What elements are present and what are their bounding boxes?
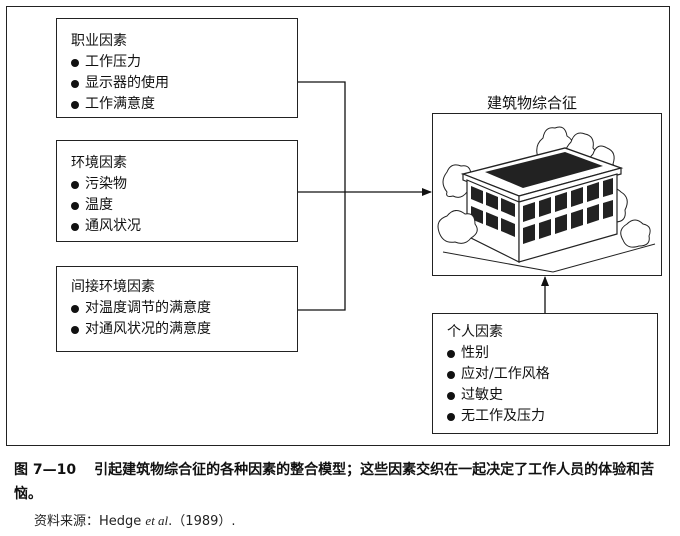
list-item: 工作压力 — [71, 52, 297, 73]
sbs-title: 建筑物综合征 — [487, 94, 578, 112]
list-item: 无工作及压力 — [447, 406, 657, 427]
sick-building-syndrome-box — [432, 113, 662, 276]
list-item: 污染物 — [71, 174, 297, 195]
indirect-environmental-factors-box: 间接环境因素 对温度调节的满意度 对通风状况的满意度 — [56, 266, 298, 352]
bullet-icon — [71, 222, 79, 231]
list-item: 通风状况 — [71, 216, 297, 237]
bullet-icon — [71, 58, 79, 67]
list-item: 应对/工作风格 — [447, 364, 657, 385]
personal-title: 个人因素 — [447, 324, 503, 340]
figure-number: 图 7—10 — [14, 462, 77, 478]
bullet-icon — [71, 79, 79, 88]
bullet-icon — [447, 412, 455, 421]
figure-frame — [6, 6, 670, 446]
bullet-icon — [447, 391, 455, 400]
occupational-title: 职业因素 — [71, 33, 127, 49]
bullet-icon — [447, 349, 455, 358]
list-item: 温度 — [71, 195, 297, 216]
source-note: 资料来源：Hedge et al.（1989）. — [34, 513, 236, 529]
bullet-icon — [447, 370, 455, 379]
connector-occupational — [298, 81, 346, 192]
bullet-icon — [71, 201, 79, 210]
list-item: 过敏史 — [447, 385, 657, 406]
environmental-title: 环境因素 — [71, 155, 127, 171]
bullet-icon — [71, 304, 79, 313]
list-item: 对通风状况的满意度 — [71, 319, 297, 340]
occupational-factors-box: 职业因素 工作压力 显示器的使用 工作满意度 — [56, 18, 298, 118]
list-item: 显示器的使用 — [71, 73, 297, 94]
bullet-icon — [71, 325, 79, 334]
bullet-icon — [71, 180, 79, 189]
bullet-icon — [71, 100, 79, 109]
connector-indirect — [298, 192, 346, 311]
indirect-title: 间接环境因素 — [71, 279, 155, 295]
personal-factors-box: 个人因素 性别 应对/工作风格 过敏史 无工作及压力 — [432, 313, 658, 434]
environmental-factors-box: 环境因素 污染物 温度 通风状况 — [56, 140, 298, 242]
list-item: 工作满意度 — [71, 94, 297, 115]
list-item: 对温度调节的满意度 — [71, 298, 297, 319]
office-building-icon — [437, 126, 656, 273]
caption-text: 引起建筑物综合征的各种因素的整合模型；这些因素交织在一起决定了工作人员的体验和苦… — [14, 462, 655, 502]
list-item: 性别 — [447, 343, 657, 364]
